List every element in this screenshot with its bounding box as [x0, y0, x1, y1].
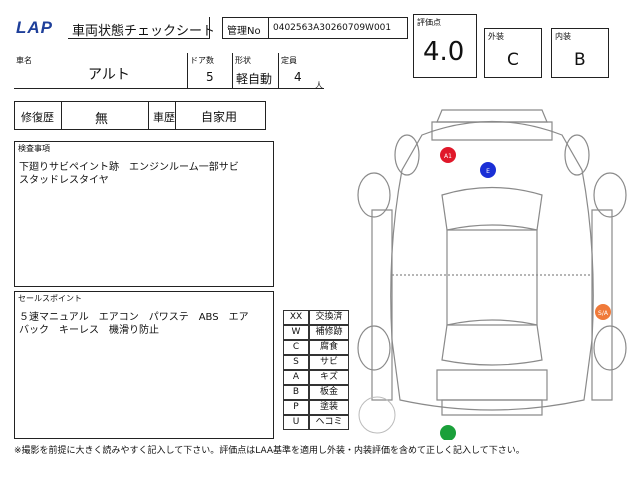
interior-grade: B: [574, 50, 586, 70]
score-label: 評価点: [417, 18, 441, 27]
car-damage-diagram: A1 E S/A: [357, 109, 627, 440]
legend-code: W: [283, 325, 309, 340]
svg-text:E: E: [486, 168, 490, 175]
capacity-label: 定員: [281, 56, 297, 65]
legend-code: B: [283, 385, 309, 400]
legend-code: P: [283, 400, 309, 415]
interior-grade-box: 内装 B: [551, 28, 609, 78]
sheet-title-frame: [68, 17, 210, 39]
sales-point-box: セールスポイント ５速マニュアル エアコン パワステ ABS エア バック キー…: [14, 291, 274, 439]
divider: [278, 53, 279, 89]
exterior-label: 外装: [488, 32, 504, 41]
score-box: 評価点 4.0: [413, 14, 477, 78]
legend-code: A: [283, 370, 309, 385]
doors-label: ドア数: [190, 56, 214, 65]
type-label: 形状: [235, 56, 251, 65]
legend-desc: 塗装: [309, 400, 349, 415]
legend-desc: 腐食: [309, 340, 349, 355]
damage-marker: [440, 425, 456, 440]
car-name: アルト: [88, 67, 130, 83]
usage-value: 自家用: [201, 110, 238, 124]
score-value: 4.0: [423, 37, 465, 67]
mgmt-no-field: 管理No 0402563A30260709W001: [222, 17, 408, 39]
repair-label: 修復歴: [21, 111, 54, 124]
exterior-grade-box: 外装 C: [484, 28, 542, 78]
inspection-label: 検査事項: [18, 144, 50, 153]
inspection-line-2: スタッドレスタイヤ: [19, 175, 109, 186]
spare-tire-icon: [358, 396, 396, 434]
divider: [232, 53, 233, 89]
legend-code: C: [283, 340, 309, 355]
sheet-title: 車両状態チェックシート: [72, 24, 216, 39]
svg-text:A1: A1: [444, 153, 452, 160]
car-name-label: 車名: [16, 56, 32, 65]
footer-note: ※撮影を前提に大きく読みやすく記入して下さい。評価点はLAA基準を適用し外装・内…: [14, 446, 525, 456]
sales-line-2: バック キーレス 機滑り防止: [19, 325, 159, 336]
history-row: 修復歴 無 車歴 自家用: [14, 101, 266, 130]
divider: [175, 102, 176, 129]
sales-line-1: ５速マニュアル エアコン パワステ ABS エア: [19, 312, 249, 323]
doors-value: 5: [206, 70, 214, 84]
type-value: 軽自動: [236, 72, 273, 86]
mgmt-no-value: 0402563A30260709W001: [273, 23, 392, 33]
damage-marker: S/A: [595, 304, 611, 320]
legend-desc: キズ: [309, 370, 349, 385]
legend-desc: ヘコミ: [309, 415, 349, 430]
mgmt-no-label: 管理No: [227, 26, 261, 37]
capacity-value: 4: [294, 70, 302, 84]
interior-label: 内装: [555, 32, 571, 41]
usage-label: 車歴: [153, 111, 175, 124]
svg-text:S/A: S/A: [598, 310, 609, 317]
inspection-line-1: 下廻りサビペイント跡 エンジンルーム一部サビ: [19, 162, 239, 173]
capacity-unit: 人: [315, 81, 323, 90]
inspection-box: 検査事項 下廻りサビペイント跡 エンジンルーム一部サビ スタッドレスタイヤ: [14, 141, 274, 287]
exterior-grade: C: [507, 50, 519, 70]
legend-code: S: [283, 355, 309, 370]
damage-marker: A1: [440, 147, 456, 163]
legend-desc: 補修跡: [309, 325, 349, 340]
legend-desc: サビ: [309, 355, 349, 370]
sales-label: セールスポイント: [18, 294, 82, 303]
legend-code: XX: [283, 310, 309, 325]
divider: [61, 102, 62, 129]
damage-marker: E: [480, 162, 496, 178]
divider: [148, 102, 149, 129]
legend-code: U: [283, 415, 309, 430]
legend-desc: 板金: [309, 385, 349, 400]
legend-desc: 交換済: [309, 310, 349, 325]
mgmt-divider: [268, 18, 269, 38]
lap-logo: LAP: [16, 18, 53, 37]
divider: [187, 53, 188, 89]
vehicle-row: [14, 53, 324, 89]
repair-value: 無: [95, 112, 109, 127]
